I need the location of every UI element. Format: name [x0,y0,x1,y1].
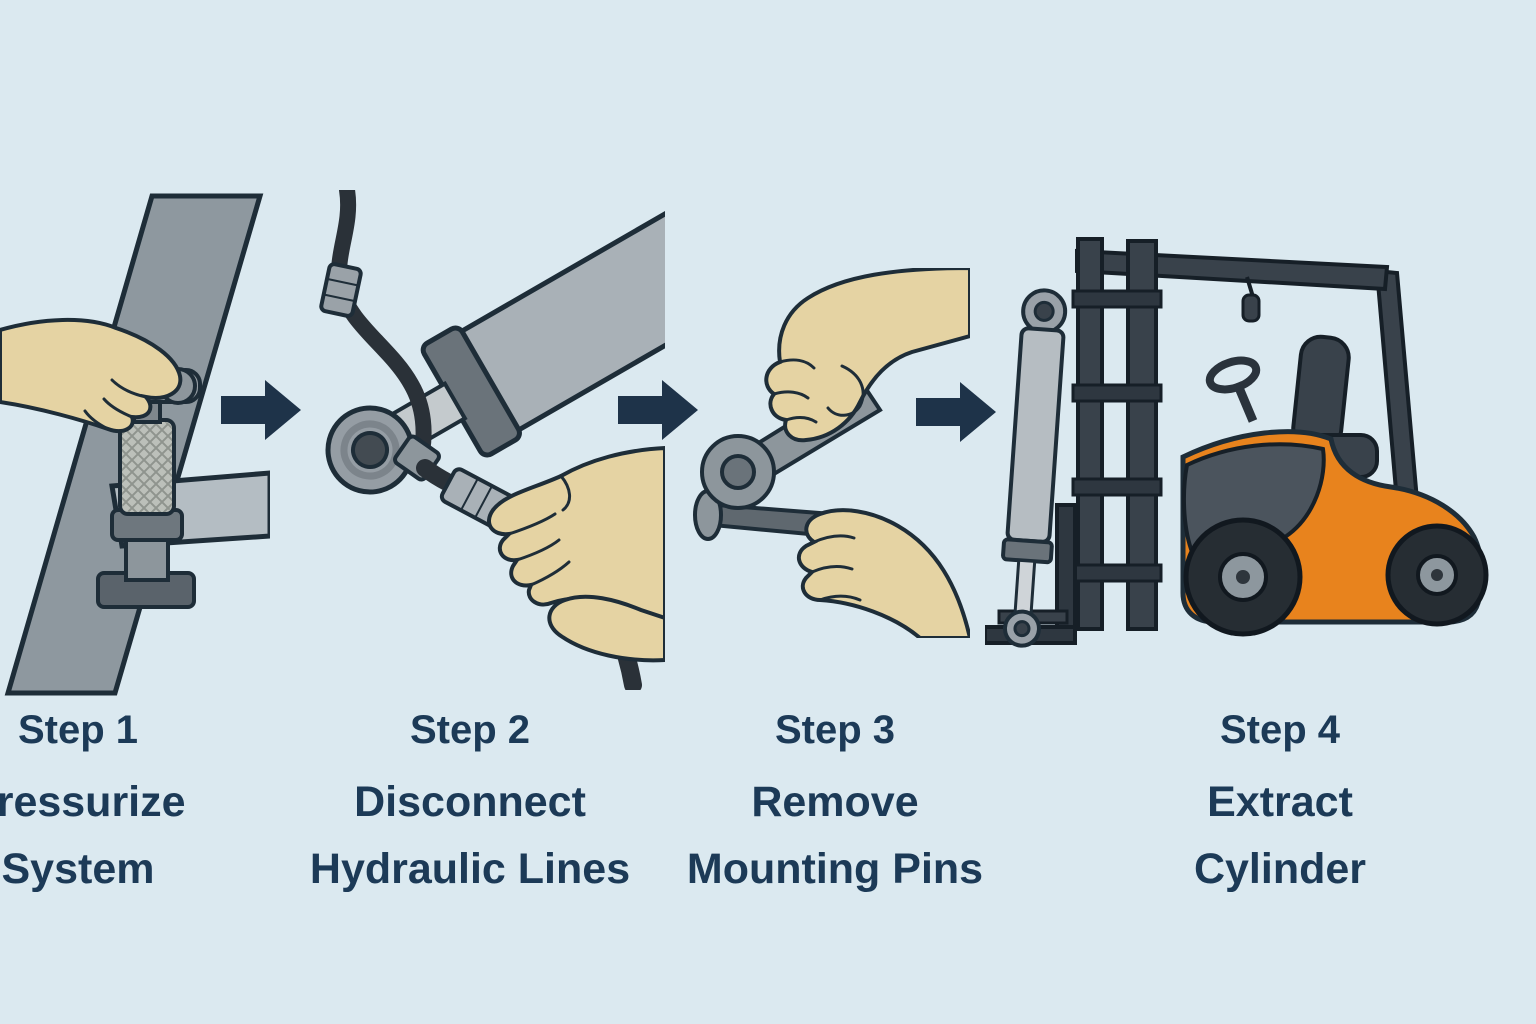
step-description-line: Mounting Pins [686,845,984,893]
valve-knurl-texture [122,422,172,512]
step-description-line: Cylinder [1193,845,1367,893]
step-2-text: Step 2 Disconnect Hydraulic Lines [300,708,640,903]
step-label: Step 3 [774,708,896,752]
wrench-head-hole [720,454,756,490]
mast-crossmember [1071,477,1163,497]
step-description-line: Remove [751,778,919,826]
step-arrow-3 [916,382,996,442]
arrow-right-icon [916,382,996,442]
step-arrow-1 [221,380,301,440]
front-wheel-center [1236,570,1250,584]
mast-crossmember [1071,383,1163,403]
hand-finger-lines [83,378,148,431]
mirror [1241,293,1261,323]
extract-cylinder-forklift-illustration [985,237,1489,648]
step-description-line: pressurize [0,778,186,826]
steering-wheel [1205,356,1261,394]
hydraulic-hose-upper [331,190,432,460]
hydraulic-cylinder [325,190,665,495]
step-label: Step 4 [1219,708,1341,752]
arrow-right-icon [618,380,698,440]
mast-crossmember [1071,289,1163,309]
disconnect-hydraulic-lines-illustration [319,190,665,690]
extracted-cylinder [1001,288,1068,648]
hand-upper [764,268,970,443]
step-3-text: Step 3 Remove Mounting Pins [680,708,990,903]
step-description-line: System [1,845,155,893]
hand-lower [547,594,665,663]
valve-lower-stem [124,536,170,582]
step-description-line: Disconnect [354,778,586,826]
arrow-right-icon [221,380,301,440]
overhead-guard-top [1075,248,1390,292]
mast-crossmember [1071,563,1163,583]
hand-upper-finger-lines [507,474,571,587]
rear-wheel-center [1431,569,1443,581]
hand-lower-finger-lines [810,534,862,602]
hand-lower [796,508,970,638]
hand-upper-finger-lines [772,358,865,424]
remove-mounting-pins-illustration [693,268,970,638]
step-label: Step 2 [409,708,531,752]
depressurize-valve-illustration [0,193,270,696]
step-1-text: Step 1 pressurize System [0,708,228,903]
step-label: Step 1 [17,708,139,752]
step-description-line: Hydraulic Lines [309,845,631,893]
step-4-text: Step 4 Extract Cylinder [1118,708,1442,903]
hose-fitting-upper [319,262,363,318]
step-description-line: Extract [1207,778,1353,826]
step-arrow-2 [618,380,698,440]
